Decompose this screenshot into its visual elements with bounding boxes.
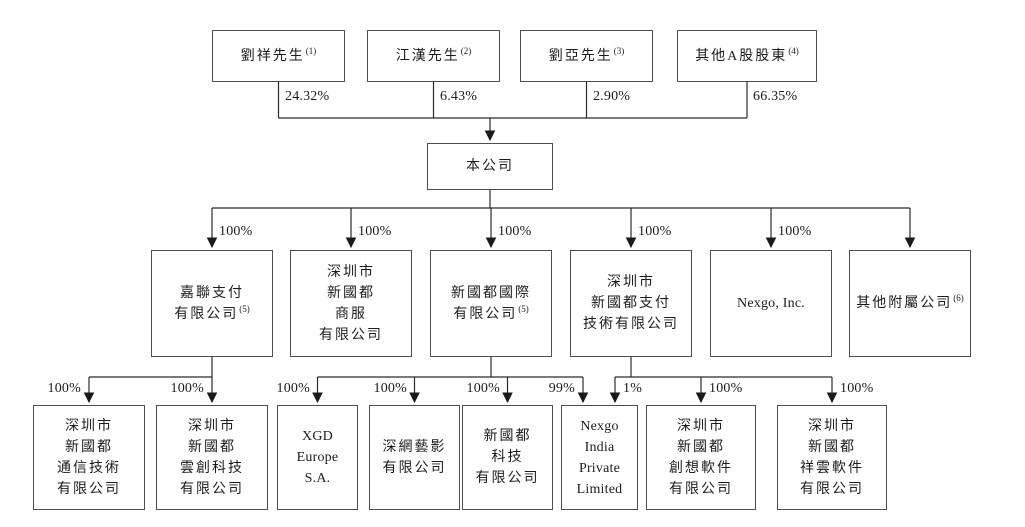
box-xinguodu-keji: 新國都 科技 有限公司 bbox=[462, 405, 553, 510]
footnote-marker: (1) bbox=[305, 45, 317, 56]
box-tongxin-technology: 深圳市 新國都 通信技術 有限公司 bbox=[33, 405, 145, 510]
pct-label-shenwang: 100% bbox=[373, 381, 407, 396]
company-name: 本公司 bbox=[466, 159, 514, 174]
company-name: 深圳市 新國都 創想軟件 有限公司 bbox=[669, 418, 733, 497]
company-name: 嘉聯支付 有限公司 bbox=[174, 285, 244, 322]
box-xiangyun-software: 深圳市 新國都 祥雲軟件 有限公司 bbox=[777, 405, 887, 510]
box-xgd-europe: XGD Europe S.A. bbox=[277, 405, 358, 510]
footnote-marker: (5) bbox=[518, 303, 529, 314]
company-name: 深網藝影 有限公司 bbox=[382, 439, 447, 476]
box-jialian-payment: 嘉聯支付 有限公司(5) bbox=[151, 250, 273, 357]
pct-label-chuangxiang: 100% bbox=[709, 381, 743, 396]
company-name: Nexgo, Inc. bbox=[737, 296, 805, 311]
company-name: XGD Europe S.A. bbox=[296, 429, 339, 486]
box-xinguodu-international: 新國都國際 有限公司(5) bbox=[430, 250, 552, 357]
pct-label-india-1: 1% bbox=[623, 381, 643, 396]
shareholder-name: 劉亞先生 bbox=[548, 48, 613, 64]
pct-label-yunchuang: 100% bbox=[170, 381, 204, 396]
box-nexgo-india: Nexgo India Private Limited bbox=[561, 405, 638, 510]
box-xinguodu-payment-tech: 深圳市 新國都支付 技術有限公司 bbox=[570, 250, 692, 357]
box-shareholder-liu-xiang: 劉祥先生(1) bbox=[212, 30, 345, 82]
company-name: 深圳市 新國都 通信技術 有限公司 bbox=[57, 418, 121, 497]
footnote-marker: (3) bbox=[613, 45, 625, 56]
pct-label-payment-tech: 100% bbox=[638, 224, 672, 239]
pct-label-liu-ya: 2.90% bbox=[593, 89, 631, 104]
box-xinguodu-shangfu: 深圳市 新國都 商服 有限公司 bbox=[290, 250, 412, 357]
pct-label-liu-xiang: 24.32% bbox=[285, 89, 330, 104]
pct-label-other-a-share: 66.35% bbox=[753, 89, 798, 104]
pct-label-keji: 100% bbox=[466, 381, 500, 396]
box-chuangxiang-software: 深圳市 新國都 創想軟件 有限公司 bbox=[646, 405, 756, 510]
box-shareholder-other-a-share: 其他A股股東(4) bbox=[677, 30, 817, 82]
footnote-marker: (5) bbox=[239, 303, 250, 314]
box-yunchuang-technology: 深圳市 新國都 雲創科技 有限公司 bbox=[156, 405, 268, 510]
box-the-company: 本公司 bbox=[427, 143, 553, 190]
box-shareholder-liu-ya: 劉亞先生(3) bbox=[520, 30, 653, 82]
company-name: 深圳市 新國都 祥雲軟件 有限公司 bbox=[800, 418, 864, 497]
box-shareholder-jiang-han: 江漢先生(2) bbox=[367, 30, 500, 82]
company-name: 深圳市 新國都 雲創科技 有限公司 bbox=[180, 418, 244, 497]
company-name: 深圳市 新國都 商服 有限公司 bbox=[319, 264, 383, 343]
box-other-subsidiaries: 其他附屬公司(6) bbox=[849, 250, 971, 357]
pct-label-tongxin: 100% bbox=[47, 381, 81, 396]
shareholder-name: 其他A股股東 bbox=[695, 48, 788, 64]
box-nexgo-inc: Nexgo, Inc. bbox=[710, 250, 832, 357]
pct-label-nexgo-inc: 100% bbox=[778, 224, 812, 239]
footnote-marker: (6) bbox=[953, 293, 964, 304]
pct-label-jialian: 100% bbox=[219, 224, 253, 239]
company-name: 深圳市 新國都支付 技術有限公司 bbox=[583, 275, 679, 332]
pct-label-jiang-han: 6.43% bbox=[440, 89, 478, 104]
company-name: 其他附屬公司 bbox=[856, 296, 953, 311]
company-name: 新國都國際 有限公司 bbox=[451, 285, 531, 322]
pct-label-shangfu: 100% bbox=[358, 224, 392, 239]
pct-label-international: 100% bbox=[498, 224, 532, 239]
shareholder-name: 劉祥先生 bbox=[240, 48, 305, 64]
footnote-marker: (4) bbox=[788, 45, 799, 56]
company-name: Nexgo India Private Limited bbox=[576, 418, 623, 497]
company-name: 新國都 科技 有限公司 bbox=[475, 429, 540, 486]
pct-label-india-99: 99% bbox=[548, 381, 575, 396]
shareholder-name: 江漢先生 bbox=[395, 48, 460, 64]
pct-label-xiangyun: 100% bbox=[840, 381, 874, 396]
footnote-marker: (2) bbox=[460, 45, 472, 56]
pct-label-xgd-europe: 100% bbox=[276, 381, 310, 396]
box-shenwang-yiying: 深網藝影 有限公司 bbox=[369, 405, 460, 510]
